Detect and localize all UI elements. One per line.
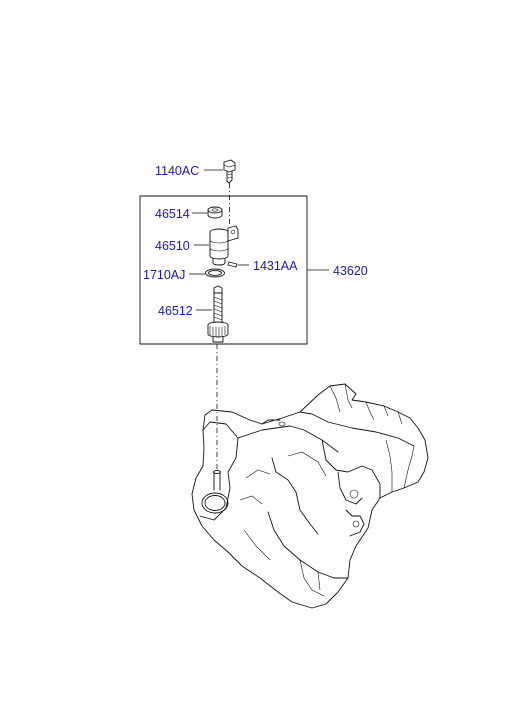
oring-part: [205, 268, 225, 278]
label-cap-ring[interactable]: 46514: [155, 207, 190, 221]
label-bolt[interactable]: 1140AC: [155, 164, 199, 178]
label-assembly[interactable]: 43620: [333, 264, 368, 278]
label-pin[interactable]: 1431AA: [253, 259, 298, 273]
driven-gear-part: [207, 285, 229, 343]
sleeve-part: [209, 225, 239, 266]
transmission-housing: [191, 383, 429, 609]
cap-ring-part: [207, 206, 223, 219]
pin-part: [227, 261, 238, 268]
label-sleeve[interactable]: 46510: [155, 239, 190, 253]
bolt-part: [223, 159, 236, 184]
label-driven-gear[interactable]: 46512: [158, 304, 193, 318]
label-oring[interactable]: 1710AJ: [143, 268, 185, 282]
